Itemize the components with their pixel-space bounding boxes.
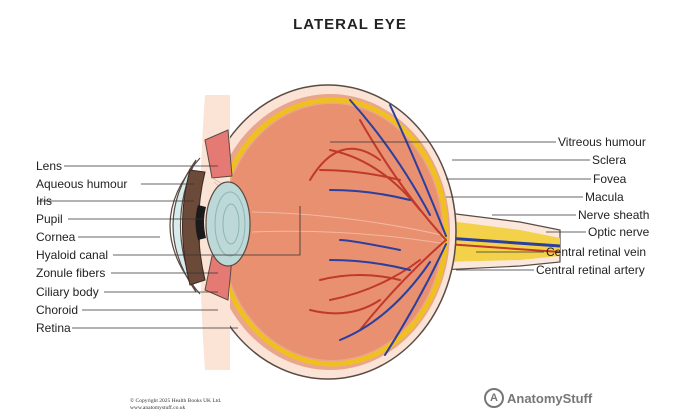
- iris: [182, 169, 206, 286]
- label-macula: Macula: [585, 190, 624, 204]
- copyright-line: © Copyright 2025 Health Books UK Ltd.: [130, 398, 222, 404]
- nerve-vessel-artery: [445, 243, 561, 253]
- label-central-retinal-artery: Central retinal artery: [536, 263, 645, 277]
- label-central-retinal-vein: Central retinal vein: [546, 245, 646, 259]
- pupil: [195, 205, 206, 240]
- label-vitreous-humour: Vitreous humour: [558, 135, 646, 149]
- label-optic-nerve: Optic nerve: [588, 225, 650, 239]
- nerve-vessel-vein: [445, 236, 561, 248]
- retinal-arteries: [309, 119, 447, 331]
- label-sclera: Sclera: [592, 153, 626, 167]
- copyright-notice: © Copyright 2025 Health Books UK Ltd. ww…: [130, 398, 221, 412]
- hyaloid-canal: [251, 211, 447, 237]
- label-fovea: Fovea: [593, 172, 627, 186]
- retinal-veins: [329, 99, 447, 356]
- leader-lines-left: [38, 165, 301, 329]
- website-line: www.anatomystuff.co.uk: [130, 405, 186, 411]
- lens: [205, 181, 251, 267]
- label-aqueous-humour: Aqueous humour: [36, 177, 127, 191]
- label-hyaloid-canal: Hyaloid canal: [36, 248, 108, 262]
- lens-core: [222, 203, 240, 245]
- label-choroid: Choroid: [36, 303, 78, 317]
- label-lens: Lens: [36, 159, 62, 173]
- lens-inner: [214, 191, 246, 257]
- anatomystuff-logo-icon: A: [484, 388, 504, 408]
- label-zonule-fibers: Zonule fibers: [36, 266, 105, 280]
- page-title: LATERAL EYE: [293, 16, 407, 33]
- label-cornea: Cornea: [36, 230, 76, 244]
- hyaloid-canal-2: [251, 230, 447, 245]
- leader-lines-right: [330, 141, 591, 271]
- label-iris: Iris: [36, 194, 52, 208]
- label-pupil: Pupil: [36, 212, 63, 226]
- label-retina: Retina: [36, 321, 71, 335]
- label-nerve-sheath: Nerve sheath: [578, 208, 649, 222]
- brand-name: AnatomyStuff: [507, 390, 593, 406]
- brand-logo: A AnatomyStuff: [484, 388, 592, 408]
- label-ciliary-body: Ciliary body: [36, 285, 99, 299]
